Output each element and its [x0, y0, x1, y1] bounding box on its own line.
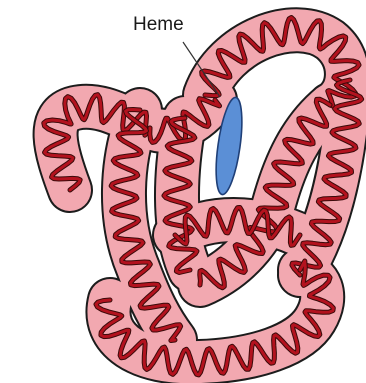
- heme-label: Heme: [133, 14, 184, 35]
